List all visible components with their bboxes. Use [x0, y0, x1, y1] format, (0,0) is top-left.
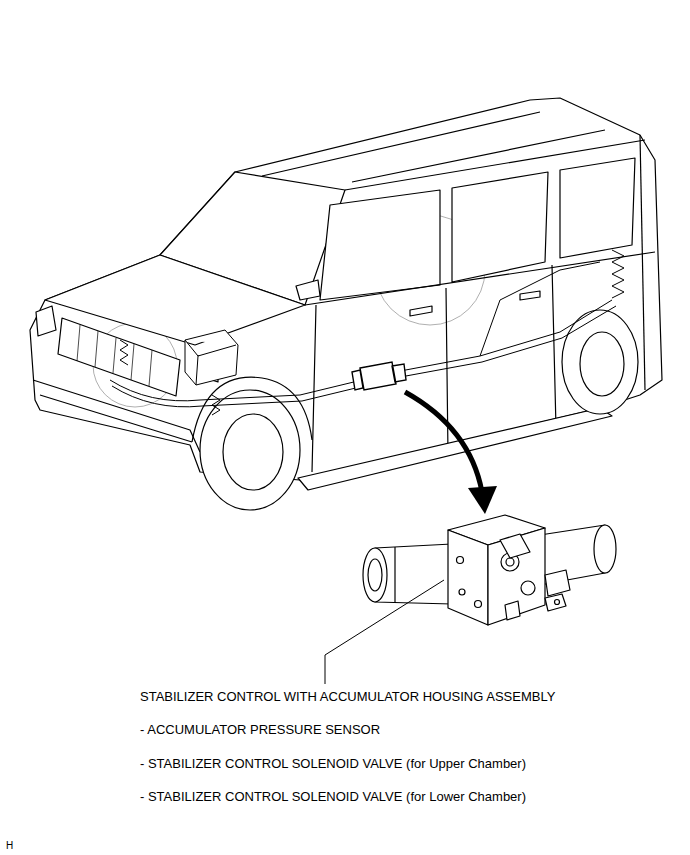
pressure-sensor-core	[506, 558, 514, 566]
callout-arrowhead	[468, 486, 497, 514]
cylinder-end	[594, 525, 616, 573]
figure-code: H	[6, 838, 13, 854]
rear-end	[640, 135, 645, 390]
door-line	[312, 265, 556, 472]
housing-right-face	[488, 528, 545, 625]
solenoid-coil	[500, 534, 530, 558]
front-wheel	[200, 390, 300, 510]
bolt	[475, 601, 482, 608]
component-name: - ACCUMULATOR PRESSURE SENSOR	[140, 722, 380, 738]
grille	[58, 318, 180, 396]
cylinder-band	[394, 547, 395, 603]
bracket-hole	[555, 600, 560, 605]
housing-in-vehicle	[352, 362, 406, 390]
rear-wheel-rim	[580, 332, 624, 396]
cylinder-end-inner	[368, 559, 382, 591]
connector	[545, 570, 570, 596]
ecu-box	[185, 330, 238, 385]
front-wheel-rim	[223, 414, 283, 490]
hydraulic-pipe	[480, 262, 600, 356]
housing-assembly	[363, 515, 616, 625]
front-door-window	[320, 190, 440, 300]
pipe-fitting	[505, 601, 520, 620]
bolt	[457, 557, 464, 564]
coil-spring	[612, 250, 624, 298]
component-name: - STABILIZER CONTROL SOLENOID VALVE (for…	[140, 756, 526, 772]
headlight	[36, 306, 56, 336]
component-name: - STABILIZER CONTROL SOLENOID VALVE (for…	[140, 789, 526, 805]
vehicle-body	[30, 98, 662, 510]
beltline	[305, 252, 655, 305]
suspension-system	[110, 250, 624, 415]
rear-wheel	[562, 310, 638, 414]
wheel-arch	[192, 377, 312, 442]
housing-left-face	[448, 530, 488, 625]
bolt	[459, 589, 465, 595]
roof-rail	[262, 112, 605, 182]
quarter-window	[560, 158, 635, 258]
bracket	[545, 594, 566, 611]
mirror	[296, 280, 320, 300]
bumper	[33, 380, 200, 452]
door-handle	[410, 291, 540, 316]
solenoid-valve	[521, 581, 535, 595]
running-board	[298, 408, 612, 490]
part-name: STABILIZER CONTROL WITH ACCUMULATOR HOUS…	[140, 689, 555, 705]
rear-door-window	[452, 172, 548, 282]
hydraulic-pipe	[395, 300, 616, 378]
callout-arrow	[405, 392, 482, 492]
cylinder-end	[363, 548, 387, 602]
hydraulic-pipe	[110, 380, 364, 407]
grille-bars	[77, 325, 152, 386]
leader-line	[325, 580, 444, 684]
front-shock	[120, 340, 220, 415]
